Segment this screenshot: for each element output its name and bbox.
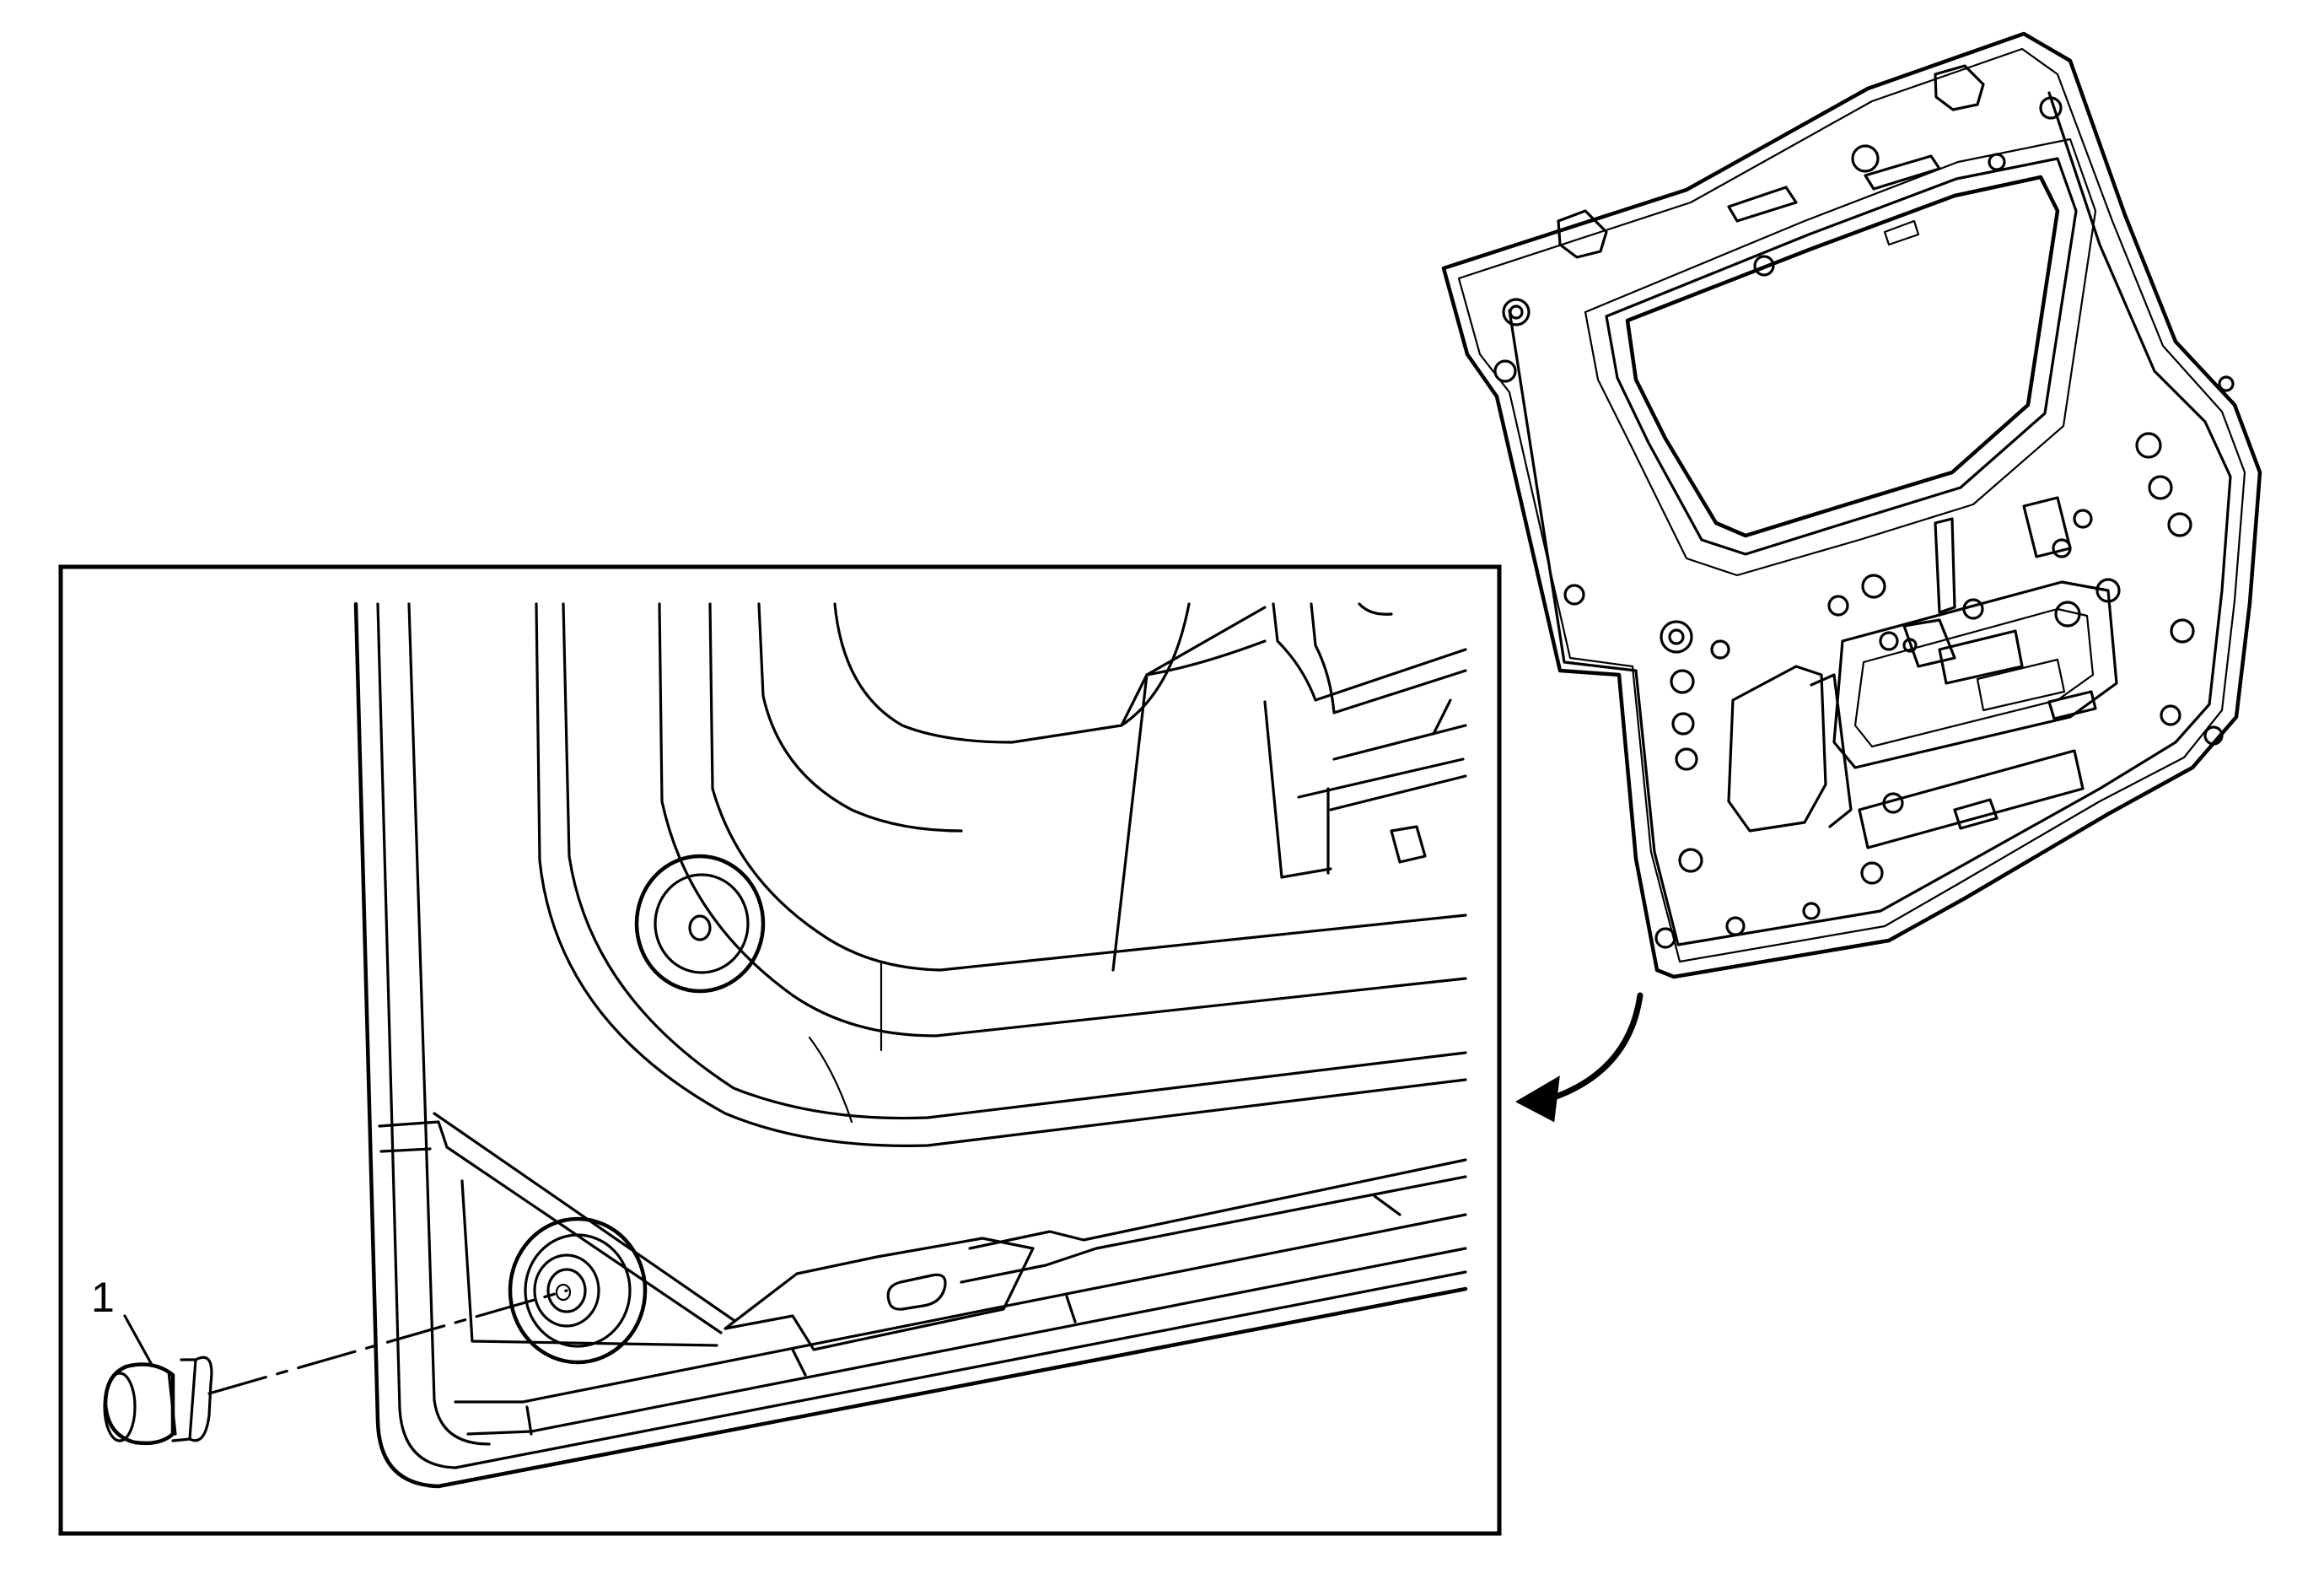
callout-label-1: 1 bbox=[91, 1274, 115, 1321]
bumper-part bbox=[103, 1356, 213, 1446]
installation-centerline bbox=[207, 1289, 568, 1395]
detail-view-liftgate-corner bbox=[353, 601, 1468, 1489]
callout-leader-1 bbox=[123, 1314, 153, 1366]
liftgate-overview bbox=[1441, 31, 2262, 1123]
detail-view-frame bbox=[58, 564, 1502, 1536]
callout-1: 1 bbox=[91, 1274, 153, 1366]
